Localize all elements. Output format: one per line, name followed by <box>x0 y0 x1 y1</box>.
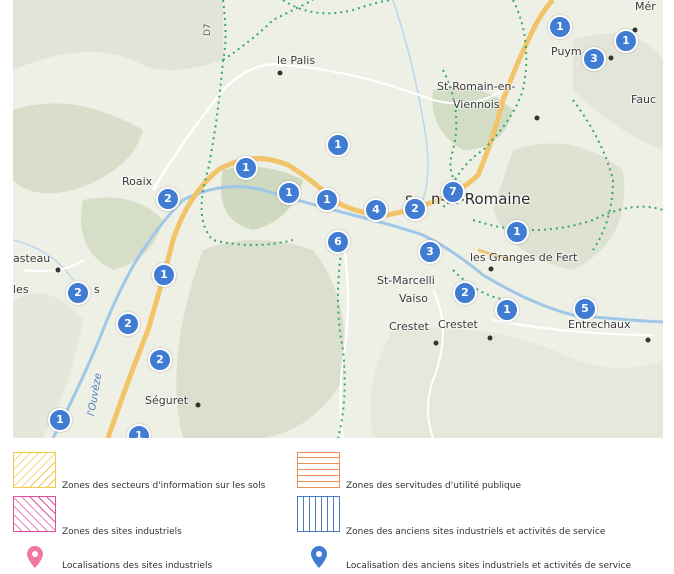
place-label-seguret: Séguret <box>145 394 189 407</box>
map-legend: Zones des secteurs d'information sur les… <box>0 438 674 574</box>
legend-label-former-industrial-zones: Zones des anciens sites industriels et a… <box>346 527 606 537</box>
site-cluster-marker[interactable]: 4 <box>364 198 388 222</box>
place-label-entrechaux: Entrechaux <box>568 318 631 331</box>
pink-pin-icon <box>27 546 43 568</box>
road-label-d7: D7 <box>203 23 213 36</box>
site-cluster-marker[interactable]: 1 <box>234 156 258 180</box>
site-cluster-marker[interactable]: 2 <box>156 187 180 211</box>
site-cluster-marker[interactable]: 1 <box>326 133 350 157</box>
legend-label-industrial-sites-zones: Zones des sites industriels <box>62 527 182 537</box>
place-label-les: les <box>13 283 29 296</box>
site-cluster-marker[interactable]: 2 <box>148 348 172 372</box>
site-cluster-marker[interactable]: 1 <box>614 29 638 53</box>
site-cluster-marker[interactable]: 2 <box>403 197 427 221</box>
site-cluster-marker[interactable]: 1 <box>127 424 151 438</box>
site-cluster-marker[interactable]: 2 <box>453 281 477 305</box>
blue-pin-icon <box>311 546 327 568</box>
place-label-rasteau: asteau <box>13 252 51 265</box>
site-cluster-marker[interactable]: 1 <box>315 188 339 212</box>
place-label-puymeras: Puym <box>551 45 582 58</box>
place-label-le-palis: le Palis <box>277 54 316 67</box>
place-label-crestet-1: Crestet <box>389 320 429 333</box>
place-label-crestet-2: Crestet <box>438 318 478 331</box>
place-label-roaix: Roaix <box>122 175 153 188</box>
place-label-les-granges: les Granges de Fert <box>470 251 578 264</box>
site-cluster-marker[interactable]: 2 <box>66 281 90 305</box>
place-label-st-marcellin: St-Marcelli <box>377 274 435 287</box>
site-cluster-marker[interactable]: 7 <box>441 180 465 204</box>
site-cluster-marker[interactable]: 1 <box>277 181 301 205</box>
place-label-les-suffix: s <box>94 283 100 296</box>
map-base-layer <box>13 0 663 438</box>
site-cluster-marker[interactable]: 3 <box>582 47 606 71</box>
site-cluster-marker[interactable]: 1 <box>548 15 572 39</box>
site-cluster-marker[interactable]: 1 <box>152 263 176 287</box>
legend-swatch-soil-info-zones <box>13 452 56 488</box>
site-cluster-marker[interactable]: 6 <box>326 230 350 254</box>
place-label-faucon: Fauc <box>631 93 657 106</box>
site-cluster-marker[interactable]: 3 <box>418 240 442 264</box>
site-cluster-marker[interactable]: 1 <box>505 220 529 244</box>
legend-label-industrial-site-locations: Localisations des sites industriels <box>62 561 213 571</box>
legend-label-former-industrial-locations: Localisation des anciens sites industrie… <box>346 561 632 571</box>
map-view[interactable]: D7 le Palis St-Romain-en- Viennois Puym … <box>13 0 663 438</box>
place-label-vaison: Vaiso <box>399 292 428 305</box>
legend-swatch-former-industrial-zones <box>297 496 340 532</box>
place-label-viennois: Viennois <box>453 98 500 111</box>
legend-label-soil-info-zones: Zones des secteurs d'information sur les… <box>62 481 266 491</box>
legend-swatch-public-utility-zones <box>297 452 340 488</box>
legend-swatch-industrial-sites-zones <box>13 496 56 532</box>
legend-label-public-utility-zones: Zones des servitudes d'utilité publique <box>346 481 521 491</box>
site-cluster-marker[interactable]: 2 <box>116 312 140 336</box>
site-cluster-marker[interactable]: 5 <box>573 297 597 321</box>
place-label-mer: Mér <box>635 0 656 13</box>
place-label-st-romain: St-Romain-en- <box>437 80 516 93</box>
site-cluster-marker[interactable]: 1 <box>495 298 519 322</box>
site-cluster-marker[interactable]: 1 <box>48 408 72 432</box>
